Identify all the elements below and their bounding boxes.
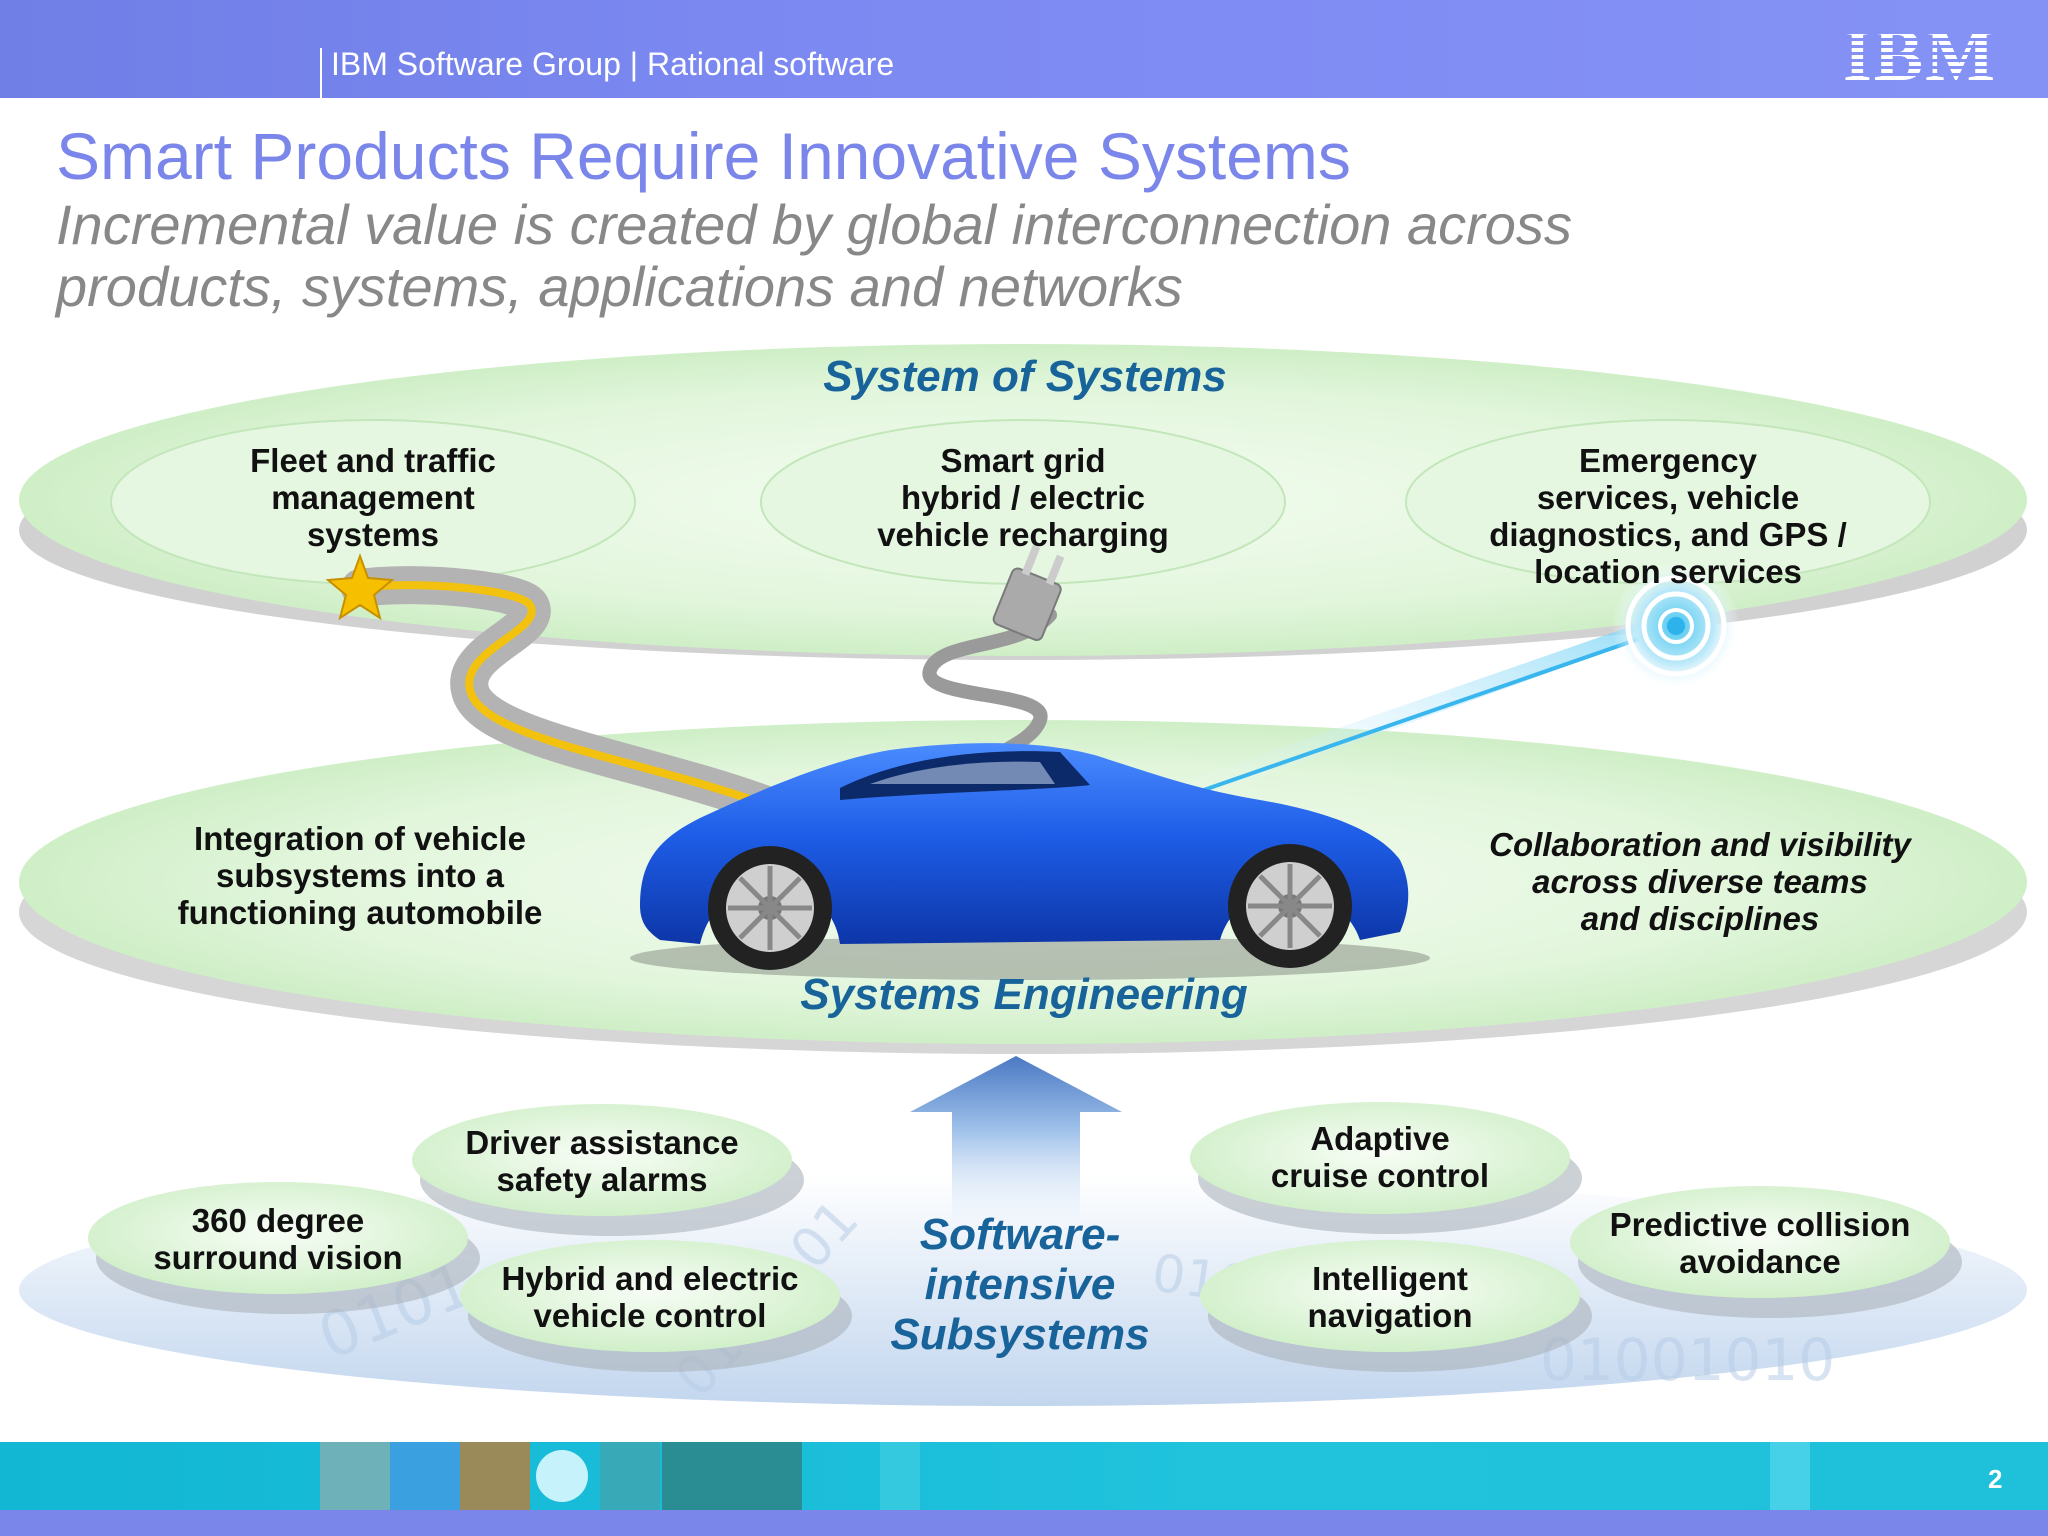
- header-bar: [0, 0, 2048, 98]
- sos-item-line: Fleet and traffic: [250, 442, 496, 479]
- subsystem-line: Hybrid and electric: [501, 1260, 799, 1297]
- footer-bottom-bar: [0, 1510, 2048, 1536]
- sos-item-smart-grid: Smart grid hybrid / electric vehicle rec…: [850, 442, 1196, 553]
- se-left-line: functioning automobile: [177, 894, 543, 931]
- sos-item-emergency-services: Emergency services, vehicle diagnostics,…: [1460, 442, 1876, 590]
- subsystem-line: navigation: [1307, 1297, 1473, 1334]
- subsystem-line: safety alarms: [496, 1161, 708, 1198]
- subsystem-line: vehicle control: [533, 1297, 767, 1334]
- subsystem-hybrid-control: Hybrid and electric vehicle control: [470, 1260, 830, 1334]
- subsystem-predictive-collision: Predictive collision avoidance: [1580, 1206, 1940, 1280]
- subsystem-line: surround vision: [153, 1239, 403, 1276]
- sos-item-line: Emergency: [1579, 442, 1757, 479]
- systems-engineering-heading: Systems Engineering: [800, 970, 1248, 1019]
- software-intensive-subsystems-heading: Software- intensive Subsystems: [850, 1210, 1190, 1360]
- subsystem-surround-vision: 360 degree surround vision: [108, 1202, 448, 1276]
- subsystem-line: Adaptive: [1310, 1120, 1450, 1157]
- sos-item-line: diagnostics, and GPS /: [1489, 516, 1847, 553]
- sos-item-line: location services: [1534, 553, 1802, 590]
- se-right-line: and disciplines: [1580, 900, 1820, 937]
- subsystems-heading-line: Subsystems: [890, 1310, 1150, 1359]
- subtitle-line-1: Incremental value is created by global i…: [56, 193, 1572, 256]
- sos-item-line: management: [271, 479, 475, 516]
- subsystem-line: Predictive collision: [1609, 1206, 1911, 1243]
- subsystem-line: avoidance: [1679, 1243, 1841, 1280]
- system-of-systems-heading: System of Systems: [823, 352, 1227, 401]
- subsystem-adaptive-cruise: Adaptive cruise control: [1210, 1120, 1550, 1194]
- header-group-text: IBM Software Group | Rational software: [331, 46, 895, 82]
- subsystem-line: 360 degree: [191, 1202, 365, 1239]
- se-right-line: across diverse teams: [1532, 863, 1868, 900]
- se-left-text: Integration of vehicle subsystems into a…: [150, 820, 570, 931]
- subsystem-line: cruise control: [1270, 1157, 1490, 1194]
- sos-item-line: hybrid / electric: [901, 479, 1145, 516]
- sos-item-line: vehicle recharging: [877, 516, 1169, 553]
- header-divider: [320, 48, 322, 98]
- sos-item-line: services, vehicle: [1536, 479, 1800, 516]
- slide-title: Smart Products Require Innovative System…: [56, 119, 1351, 193]
- sos-item-fleet-traffic: Fleet and traffic management systems: [200, 442, 546, 553]
- footer-band: [0, 1442, 2048, 1510]
- sos-item-line: Smart grid: [940, 442, 1106, 479]
- se-right-text: Collaboration and visibility across dive…: [1470, 826, 1930, 937]
- se-left-line: subsystems into a: [216, 857, 504, 894]
- se-left-line: Integration of vehicle: [194, 820, 526, 857]
- footer-image-strip: [320, 1442, 1810, 1510]
- page-number: 2: [1988, 1464, 2003, 1494]
- sos-item-line: systems: [306, 516, 440, 553]
- subsystem-driver-assistance: Driver assistance safety alarms: [432, 1124, 772, 1198]
- svg-text:01001010: 01001010: [1540, 1326, 1835, 1394]
- subsystems-heading-line: intensive: [924, 1260, 1116, 1309]
- se-right-line: Collaboration and visibility: [1489, 826, 1911, 863]
- subsystem-line: Intelligent: [1312, 1260, 1468, 1297]
- subtitle-line-2: products, systems, applications and netw…: [56, 255, 1183, 318]
- ibm-logo: IBM: [1840, 20, 2000, 88]
- subsystem-line: Driver assistance: [465, 1124, 739, 1161]
- subsystems-heading-line: Software-: [919, 1210, 1121, 1259]
- subsystem-intelligent-navigation: Intelligent navigation: [1220, 1260, 1560, 1334]
